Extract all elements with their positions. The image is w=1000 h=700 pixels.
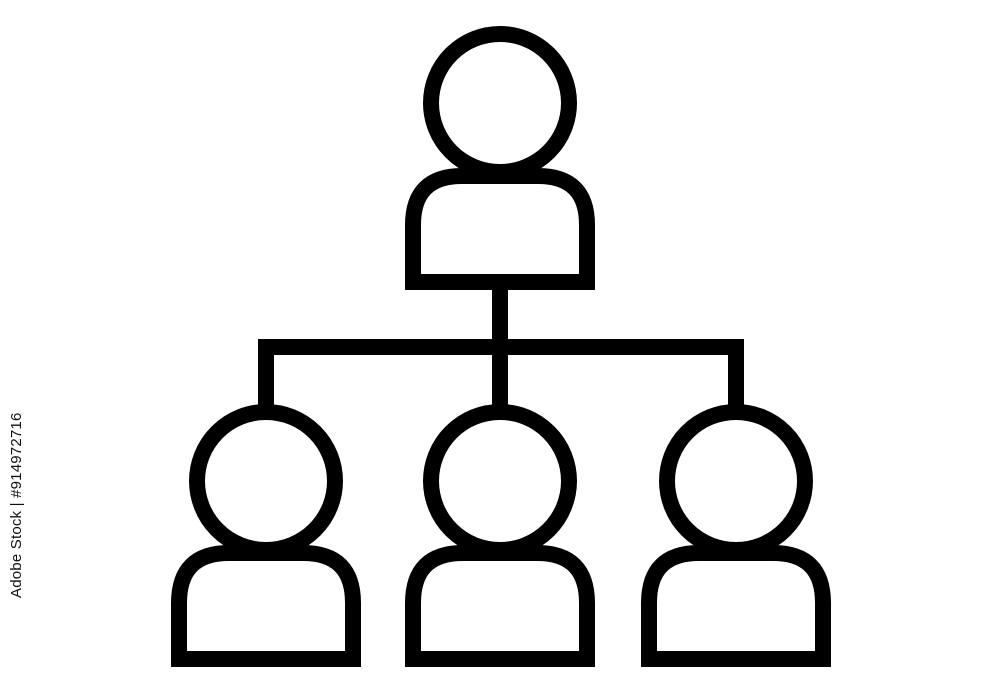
stock-watermark-text: Adobe Stock | #914972716 (8, 412, 25, 598)
manager-person-icon (405, 26, 595, 290)
left-member-body-icon (171, 545, 361, 667)
manager-body-icon (405, 168, 595, 290)
right-member-body-icon (641, 545, 831, 667)
connector-lines (258, 283, 744, 413)
right-member-head-icon (659, 404, 813, 558)
right-member-person-icon (641, 404, 831, 667)
left-member-person-icon (171, 404, 361, 667)
manager-head-icon (423, 26, 577, 180)
center-member-person-icon (405, 404, 595, 667)
center-member-head-icon (423, 404, 577, 558)
left-member-head-icon (189, 404, 343, 558)
center-member-body-icon (405, 545, 595, 667)
